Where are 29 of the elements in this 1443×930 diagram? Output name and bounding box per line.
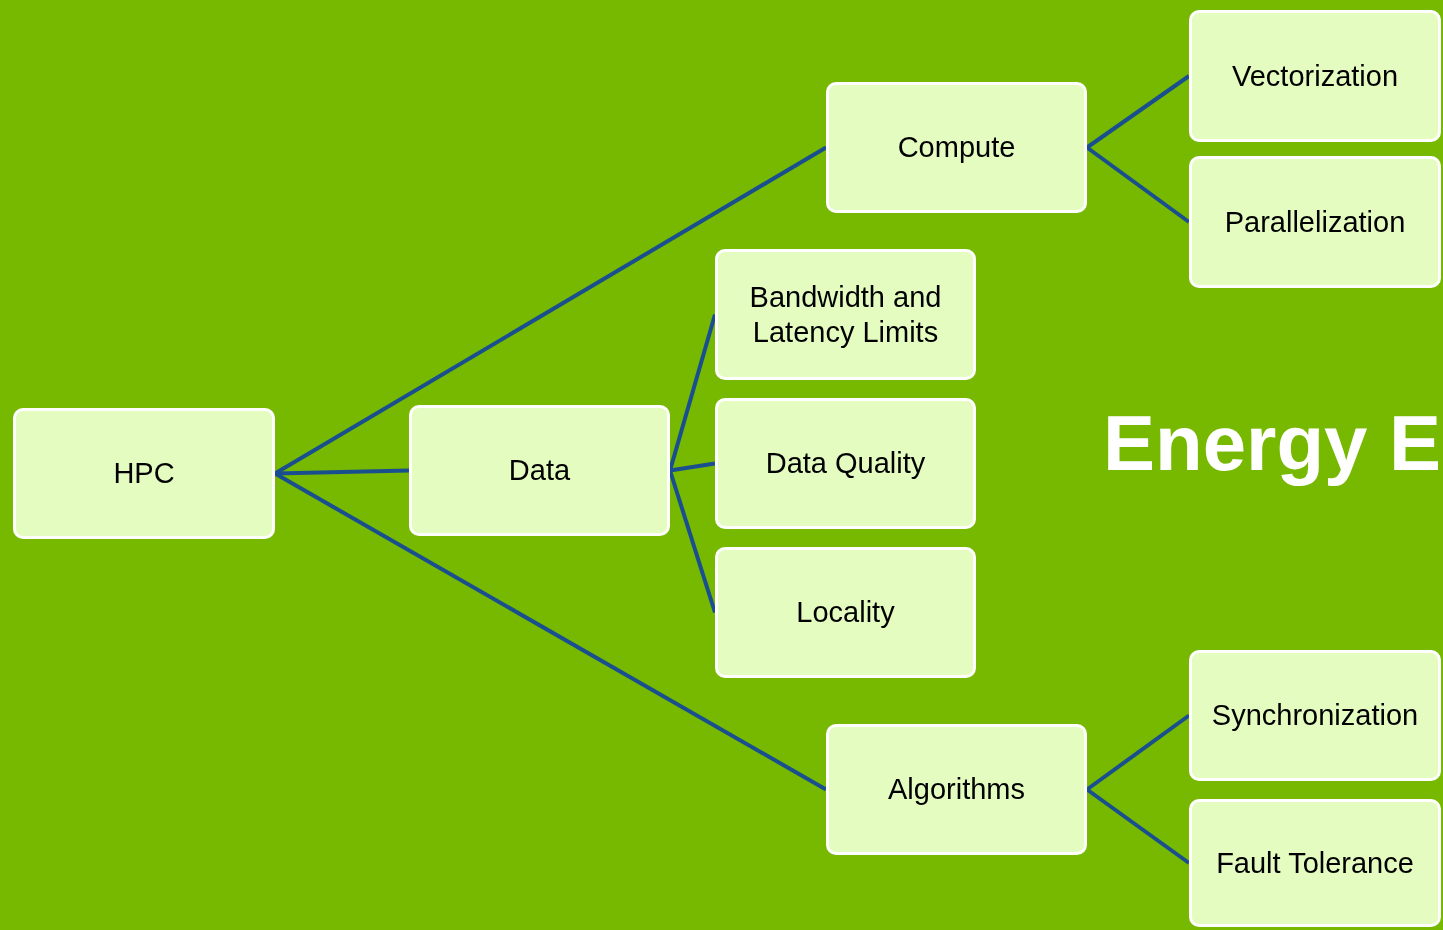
connector-line: [1085, 74, 1191, 150]
node-label: Algorithms: [888, 772, 1025, 807]
node-label: Data: [508, 453, 571, 488]
process-box: [715, 547, 976, 678]
connector-line: [668, 469, 717, 614]
connector-line: [1085, 713, 1191, 792]
node-label: Fault Tolerance: [1216, 845, 1414, 881]
connector-line: [1085, 787, 1191, 865]
node-label: Synchronization: [1211, 698, 1419, 733]
node-label: HPC: [113, 456, 175, 491]
connector-line: [1085, 145, 1191, 224]
process-box: [715, 398, 976, 529]
node-label: Vectorization: [1231, 58, 1398, 94]
process-box: [1189, 650, 1441, 781]
node-label: Data Quality: [765, 446, 926, 481]
process-box: [826, 82, 1087, 213]
process-box: [1189, 799, 1441, 927]
connector-line: [669, 461, 716, 473]
process-box: [409, 405, 670, 536]
node-label: Parallelization: [1224, 204, 1406, 240]
process-box: [1189, 10, 1441, 142]
node-label: Bandwidth and Latency Limits: [748, 279, 943, 350]
node-label: Compute: [897, 130, 1016, 165]
process-box: [13, 408, 275, 539]
process-box: [715, 249, 976, 380]
node-label: Locality: [796, 595, 895, 630]
process-box: [826, 724, 1087, 855]
heading-text: Energy E: [1103, 398, 1442, 489]
process-box: [1189, 156, 1441, 288]
